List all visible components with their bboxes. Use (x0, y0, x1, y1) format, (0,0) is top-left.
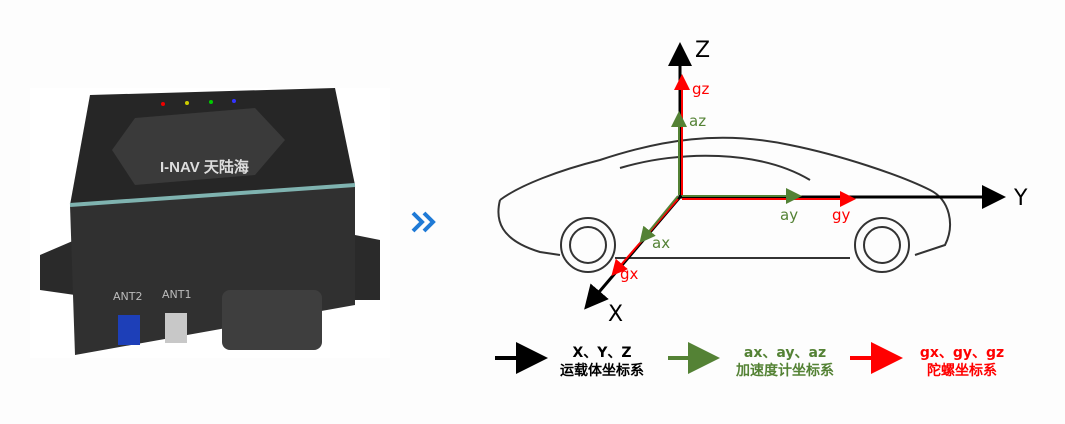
legend-symbols: X、Y、Z (572, 345, 632, 361)
axis-label-ay: ay (780, 206, 799, 224)
device-logo: I-NAV 天陆海 (160, 158, 249, 176)
legend-name: 运载体坐标系 (560, 363, 644, 379)
ax-axis (639, 195, 679, 244)
axis-label-gz: gz (692, 80, 710, 98)
legend-symbols: ax、ay、az (743, 345, 827, 361)
axis-label-gx: gx (620, 265, 639, 283)
legend-body-frame: X、Y、Z 运载体坐标系 (532, 344, 672, 380)
legend-name: 加速度计坐标系 (736, 363, 834, 379)
legend-name: 陀螺坐标系 (927, 363, 997, 379)
inav-device-image: I-NAV 天陆海 (30, 88, 390, 358)
port-label-ant2: ANT2 (113, 290, 143, 303)
axis-label-x: X (608, 302, 624, 327)
port-label-ant1: ANT1 (162, 288, 192, 301)
axis-label-az: az (689, 112, 707, 130)
axis-label-y: Y (1014, 186, 1028, 211)
legend-symbols: gx、gy、gz (919, 345, 1005, 361)
axis-label-z: Z (695, 38, 711, 63)
axis-label-ax: ax (652, 234, 671, 252)
axis-label-gy: gy (832, 206, 851, 224)
legend-accel-frame: ax、ay、az 加速度计坐标系 (715, 344, 855, 380)
car-outline (497, 136, 951, 273)
chevron-right-icon (411, 211, 436, 233)
legend-gyro-frame: gx、gy、gz 陀螺坐标系 (892, 344, 1032, 380)
